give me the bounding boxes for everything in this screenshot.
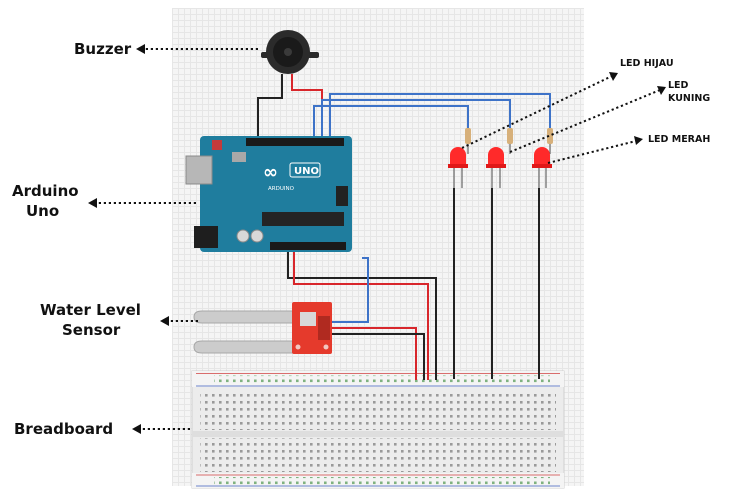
wire-sensor-gnd: [332, 333, 425, 380]
wire-buzzer-black: [257, 74, 283, 144]
microcontroller-chip: [262, 212, 344, 226]
breadboard: [191, 370, 565, 489]
breadboard-lower-holes: [200, 438, 556, 472]
wire-led-yellow-signal: [321, 99, 511, 142]
arduino-logo: ∞: [263, 162, 278, 183]
reset-button: [212, 140, 222, 150]
wire-sensor-signal: [332, 257, 369, 323]
label-arduino-line2: Uno: [26, 202, 60, 221]
sensor-probe-top: [193, 310, 297, 324]
water-level-sensor: [193, 302, 332, 354]
sensor-probe-bottom: [193, 340, 297, 354]
callout-arrows: [96, 48, 661, 430]
arduino-model-text: UNO: [294, 166, 319, 177]
led-red: [532, 128, 553, 188]
led-green: [448, 128, 471, 188]
label-led-merah: LED MERAH: [648, 134, 711, 145]
wires: [257, 74, 551, 380]
resistor: [507, 128, 513, 144]
power-jack: [194, 226, 218, 248]
arrow-led-red: [547, 140, 637, 164]
arrow-heads: [88, 44, 666, 434]
wire-buzzer-red: [291, 74, 323, 142]
digital-header: [246, 138, 344, 146]
wire-arduino-5v: [293, 252, 429, 380]
wire-led-green-signal: [313, 105, 469, 142]
wire-sensor-vcc: [332, 327, 417, 380]
arrow-led-yellow: [509, 89, 661, 153]
label-breadboard: Breadboard: [14, 420, 114, 438]
label-water-level-sensor: Water Level Sensor: [40, 300, 141, 341]
label-led-kuning: LED KUNING: [668, 80, 711, 104]
label-arduino-uno: Arduino Uno: [12, 181, 79, 222]
arduino-uno: ∞ UNO ARDUINO: [185, 136, 352, 252]
wire-led-red-signal: [329, 93, 551, 142]
label-water-line2: Sensor: [62, 321, 121, 340]
icsp-header: [336, 186, 348, 206]
label-buzzer: Buzzer: [74, 40, 132, 58]
resistor: [465, 128, 471, 144]
breadboard-channel: [192, 431, 564, 437]
label-water-line1: Water Level: [40, 301, 141, 319]
wire-arduino-gnd: [287, 252, 437, 380]
capacitor: [250, 229, 264, 243]
usb-port: [185, 155, 213, 185]
arduino-brand-text: ARDUINO: [268, 186, 295, 192]
capacitor: [236, 229, 250, 243]
arrow-led-green: [461, 75, 613, 149]
analog-header: [270, 242, 346, 250]
led-yellow: [486, 128, 513, 188]
resistor: [547, 128, 553, 144]
label-arduino-line1: Arduino: [12, 182, 79, 200]
buzzer: [261, 30, 319, 74]
breadboard-upper-holes: [200, 392, 556, 430]
label-led-hijau: LED HIJAU: [620, 58, 674, 69]
